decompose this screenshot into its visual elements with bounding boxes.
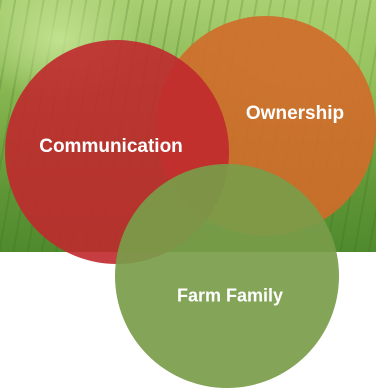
communication-label: Communication <box>39 136 183 157</box>
farm-family-circle <box>115 164 339 388</box>
farm-family-label: Farm Family <box>176 285 284 306</box>
ownership-label: Ownership <box>245 103 345 124</box>
